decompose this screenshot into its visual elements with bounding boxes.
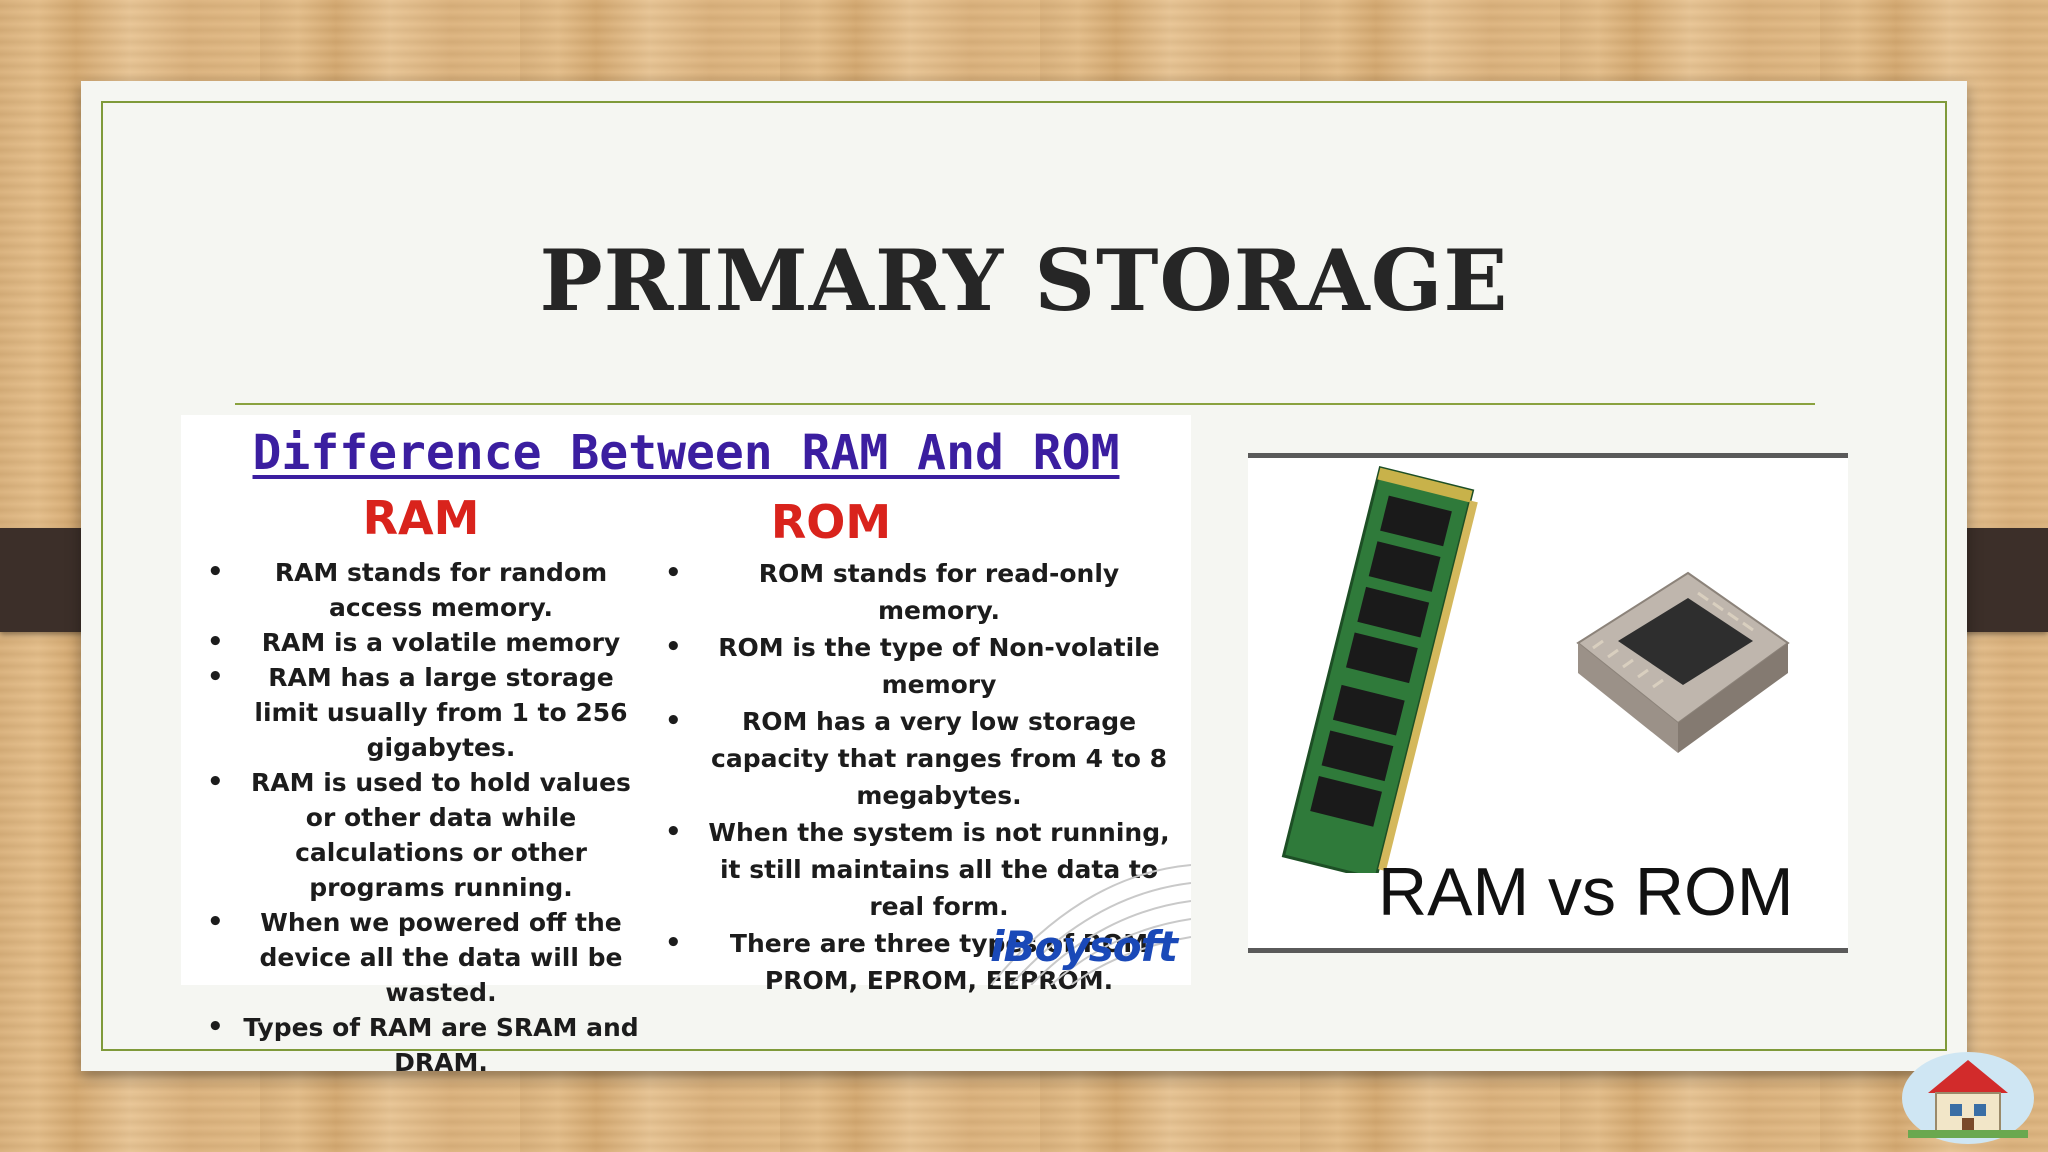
list-item: RAM is used to hold values or other data… (201, 765, 641, 905)
ram-module-icon (1281, 465, 1478, 873)
rom-heading: ROM (770, 495, 892, 549)
slide-paper: PRIMARY STORAGE Difference Between RAM A… (81, 81, 1967, 1077)
brand-logo: iBoysoft (990, 922, 1178, 971)
list-item: RAM stands for random access memory. (201, 555, 641, 625)
slide-frame (101, 101, 1947, 1051)
house-icon (1902, 1052, 2034, 1144)
slide-title: PRIMARY STORAGE (539, 231, 1509, 330)
ram-heading: RAM (362, 491, 480, 545)
title-divider (235, 403, 1815, 405)
photo-bottom-border (1248, 948, 1848, 953)
list-item: Types of RAM are SRAM and DRAM. (201, 1010, 641, 1080)
rom-chip-icon (1576, 571, 1790, 753)
list-item: ROM stands for read-only memory. (659, 555, 1179, 629)
infographic-title: Difference Between RAM And ROM (252, 425, 1120, 481)
list-item: RAM has a large storage limit usually fr… (201, 660, 641, 765)
list-item: ROM is the type of Non-volatile memory (659, 629, 1179, 703)
list-item: When we powered off the device all the d… (201, 905, 641, 1010)
photo-caption: RAM vs ROM (1378, 854, 1794, 930)
ram-points-list: RAM stands for random access memory. RAM… (201, 555, 641, 1080)
photo-top-border (1248, 453, 1848, 458)
ram-vs-rom-photo: RAM vs ROM (1248, 453, 1848, 953)
ram-rom-infographic: Difference Between RAM And ROM RAM ROM R… (181, 415, 1191, 1077)
list-item: RAM is a volatile memory (201, 625, 641, 660)
rom-points-list: ROM stands for read-only memory. ROM is … (659, 555, 1179, 999)
brand-arc-decoration (990, 864, 1191, 985)
list-item: When the system is not running, it still… (659, 814, 1179, 925)
list-item: ROM has a very low storage capacity that… (659, 703, 1179, 814)
